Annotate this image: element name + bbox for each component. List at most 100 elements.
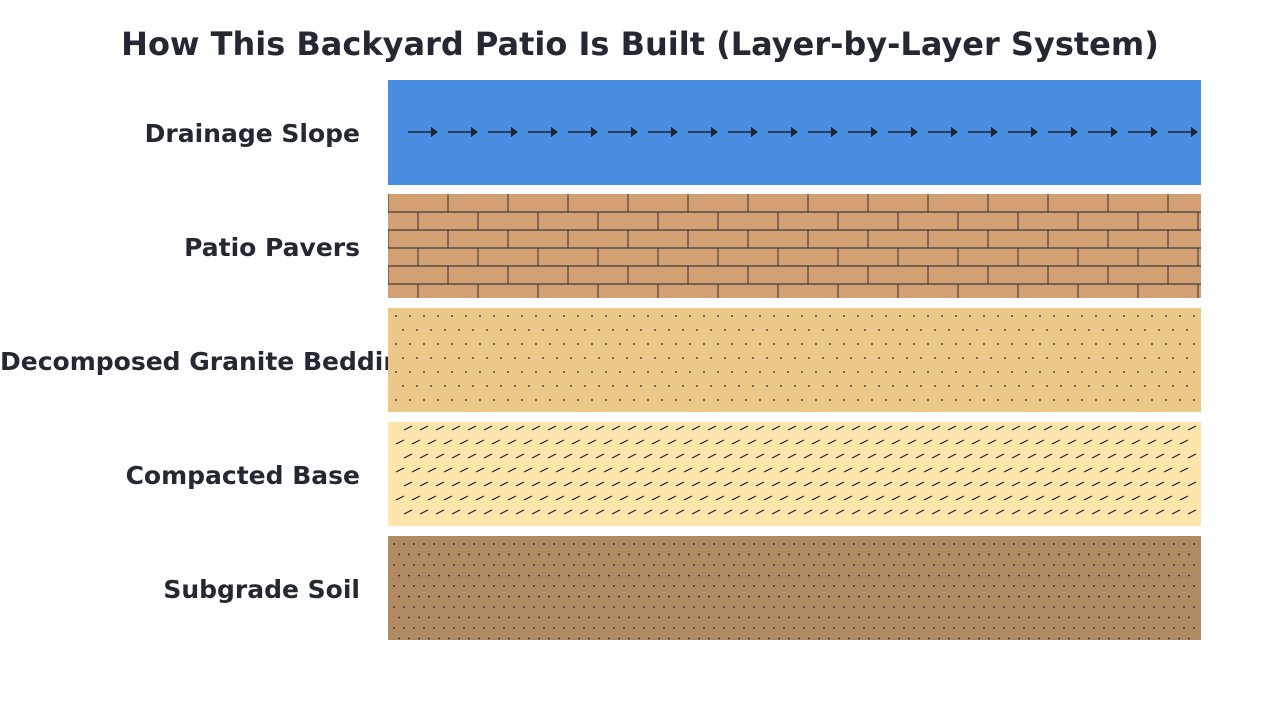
soil-particle [638,553,640,556]
soil-particle [988,637,990,640]
base-aggregate [827,495,837,501]
granite-grain [815,399,817,401]
soil-particle [978,574,980,577]
soil-particle [1068,595,1070,598]
granite-grain [577,371,579,373]
soil-particle [468,553,470,556]
base-aggregate [875,439,885,445]
soil-particle [1023,585,1025,587]
base-aggregate [579,425,589,431]
granite-grain [752,357,754,359]
base-aggregate [475,439,485,445]
soil-particle [453,585,455,587]
granite-grain [584,385,586,387]
granite-grain [717,371,719,373]
granite-grain [983,399,985,401]
soil-particle [938,637,940,640]
base-aggregate [731,439,741,445]
soil-particle [713,564,715,566]
granite-grain [934,385,936,387]
granite-grain [941,315,943,317]
granite-grain [1039,371,1041,373]
granite-grain [1039,315,1041,317]
soil-particle [798,637,800,640]
granite-grain [948,385,950,387]
soil-particle [563,606,565,608]
soil-particle [728,574,730,577]
granite-grain [472,357,474,359]
soil-particle [483,606,485,608]
soil-particle [783,543,785,545]
soil-particle [818,574,820,577]
granite-grain [1165,343,1167,345]
base-aggregate [1027,481,1037,487]
soil-particle [908,595,910,598]
soil-particle [1083,606,1085,608]
granite-grain [409,343,411,345]
soil-particle [738,595,740,598]
soil-particle [823,585,825,587]
soil-particle [543,606,545,608]
base-aggregate [667,467,677,473]
soil-particle [623,606,625,608]
layer-fill [388,536,1201,640]
base-aggregate [611,425,621,431]
soil-particle [653,543,655,545]
soil-particle [913,627,915,629]
soil-particle [798,616,800,619]
base-aggregate [755,481,765,487]
soil-particle [873,585,875,587]
soil-particle [923,627,925,629]
soil-particle [678,574,680,577]
soil-particle [1073,627,1075,629]
soil-particle [1193,627,1195,629]
base-aggregate [827,439,837,445]
granite-grain [1088,357,1090,359]
soil-particle [658,574,660,577]
granite-grain [1025,371,1027,373]
granite-grain [717,399,719,401]
granite-grain [626,357,628,359]
base-aggregate [931,509,941,515]
soil-particle [1128,616,1130,619]
base-aggregate [1171,481,1181,487]
soil-particle [863,606,865,608]
granite-grain [1172,329,1174,331]
base-aggregate [403,509,413,515]
granite-grain [689,343,691,345]
granite-grain [1179,399,1181,401]
granite-grain [1137,399,1139,401]
soil-particle [973,585,975,587]
granite-grain [948,329,950,331]
granite-grain [885,371,887,373]
soil-particle [623,543,625,545]
soil-particle [538,595,540,598]
soil-particle [493,606,495,608]
base-aggregate [707,509,717,515]
base-aggregate [1051,467,1061,473]
soil-particle [1043,585,1045,587]
granite-grain [472,385,474,387]
granite-grain [675,343,677,345]
soil-particle [588,637,590,640]
granite-grain [1151,343,1153,345]
soil-particle [1143,606,1145,608]
soil-particle [468,616,470,619]
granite-grain [871,315,873,317]
soil-particle [813,564,815,566]
soil-particle [968,595,970,598]
soil-particle [953,564,955,566]
base-aggregate [995,425,1005,431]
soil-particle [788,616,790,619]
granite-grain [864,329,866,331]
soil-particle [763,606,765,608]
soil-particle [703,543,705,545]
granite-grain [773,315,775,317]
granite-grain [661,371,663,373]
soil-particle [658,553,660,556]
soil-particle [833,564,835,566]
soil-particle [748,637,750,640]
soil-particle [1128,574,1130,577]
soil-particle [808,574,810,577]
soil-particle [693,606,695,608]
